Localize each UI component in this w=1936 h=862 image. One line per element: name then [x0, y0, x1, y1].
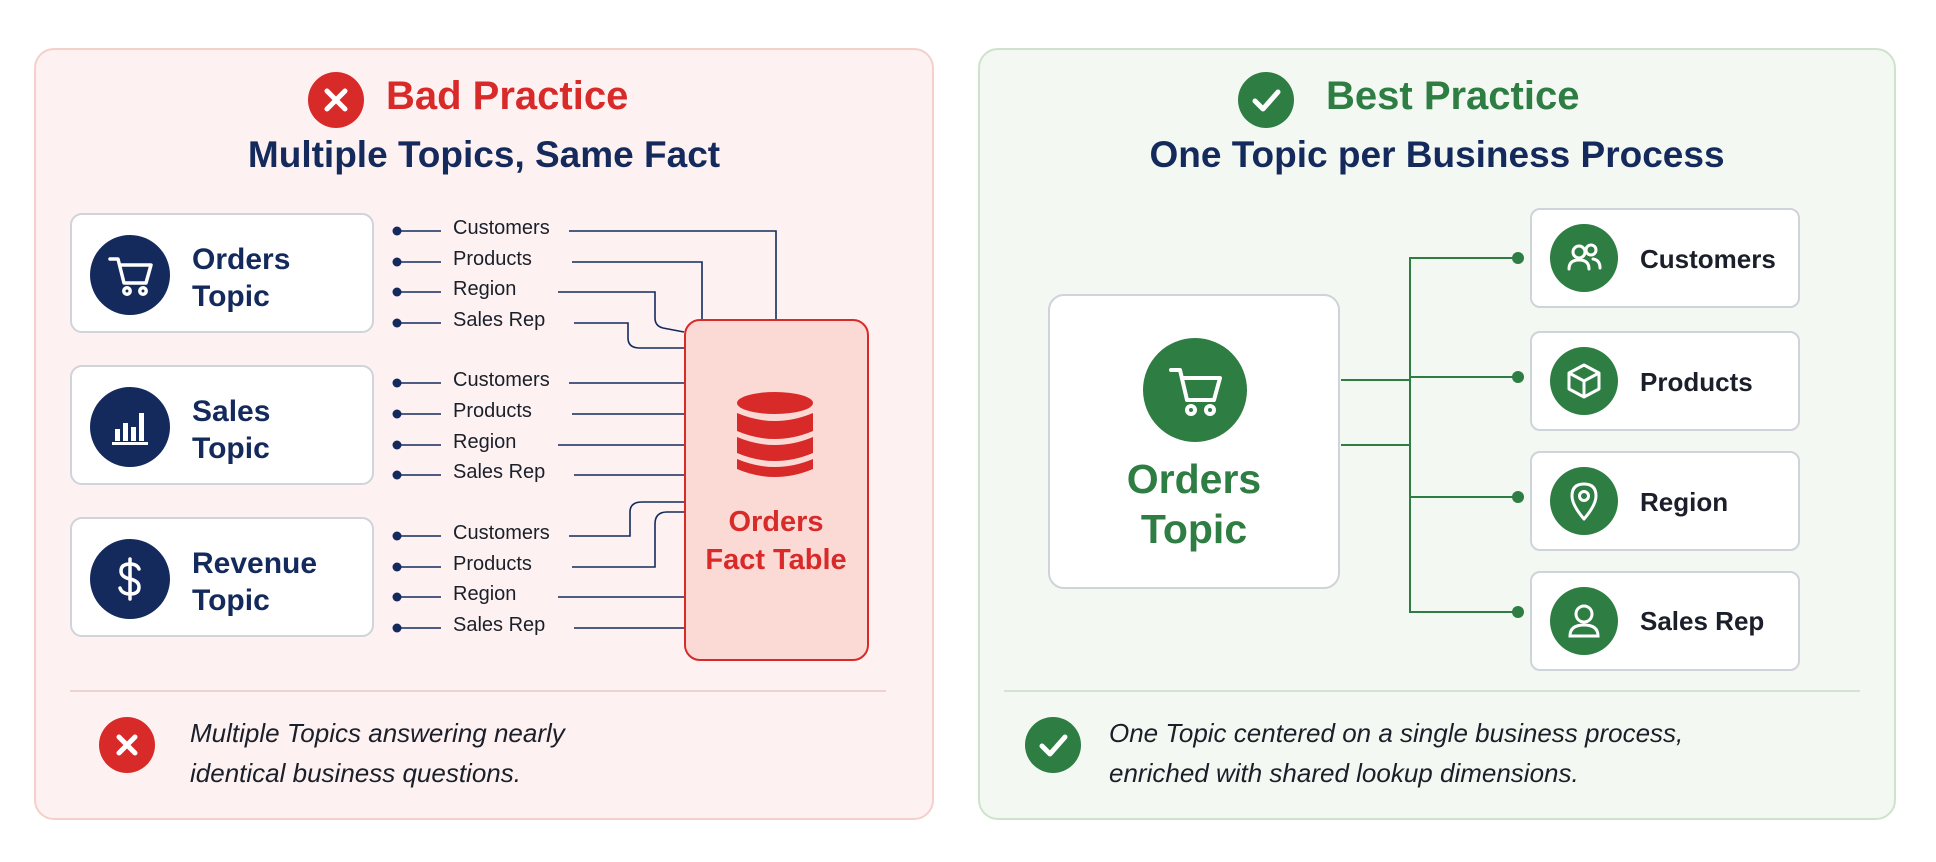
- dim-label-customers: Customers: [1640, 244, 1776, 274]
- dim-label-region: Region: [1640, 487, 1729, 517]
- bad-divider: [70, 690, 886, 692]
- dim-card-sales-rep: [1530, 571, 1800, 671]
- dim-label-customers: Customers: [453, 217, 550, 239]
- shopping-cart-icon: [90, 235, 170, 315]
- dim-label-sales-rep: Sales Rep: [1640, 606, 1765, 636]
- bad-practice-subtitle: Multiple Topics, Same Fact: [247, 134, 721, 175]
- dim-card-region: [1530, 451, 1800, 551]
- dim-label-region: Region: [453, 431, 517, 453]
- bad-practice-title: Bad Practice: [386, 74, 629, 118]
- dim-label-region: Region: [453, 278, 517, 300]
- close-icon: [99, 717, 155, 773]
- dollar-icon: [90, 539, 170, 619]
- dim-label-products: Products: [453, 553, 532, 575]
- check-icon: [1238, 72, 1294, 128]
- dim-label-customers: Customers: [453, 369, 550, 391]
- dim-label-products: Products: [453, 400, 532, 422]
- dim-label-products: Products: [1640, 367, 1753, 397]
- dim-label-sales-rep: Sales Rep: [453, 309, 546, 331]
- map-pin-icon: [1550, 467, 1618, 535]
- dim-label-sales-rep: Sales Rep: [453, 461, 546, 483]
- good-footer-text: One Topic centered on a single business …: [1109, 718, 1684, 788]
- dim-card-customers: [1530, 208, 1800, 308]
- shopping-cart-icon: [1143, 338, 1247, 442]
- database-icon: [735, 391, 815, 486]
- best-practice-title: Best Practice: [1326, 74, 1580, 118]
- bar-chart-icon: [90, 387, 170, 467]
- dim-label-region: Region: [453, 583, 517, 605]
- close-icon: [308, 72, 364, 128]
- check-icon: [1025, 717, 1081, 773]
- best-practice-subtitle: One Topic per Business Process: [1149, 134, 1725, 175]
- dim-label-sales-rep: Sales Rep: [453, 614, 546, 636]
- dim-card-products: [1530, 331, 1800, 431]
- box-icon: [1550, 347, 1618, 415]
- dim-label-customers: Customers: [453, 522, 550, 544]
- dim-label-products: Products: [453, 248, 532, 270]
- users-icon: [1550, 224, 1618, 292]
- good-divider: [1004, 690, 1860, 692]
- user-icon: [1550, 587, 1618, 655]
